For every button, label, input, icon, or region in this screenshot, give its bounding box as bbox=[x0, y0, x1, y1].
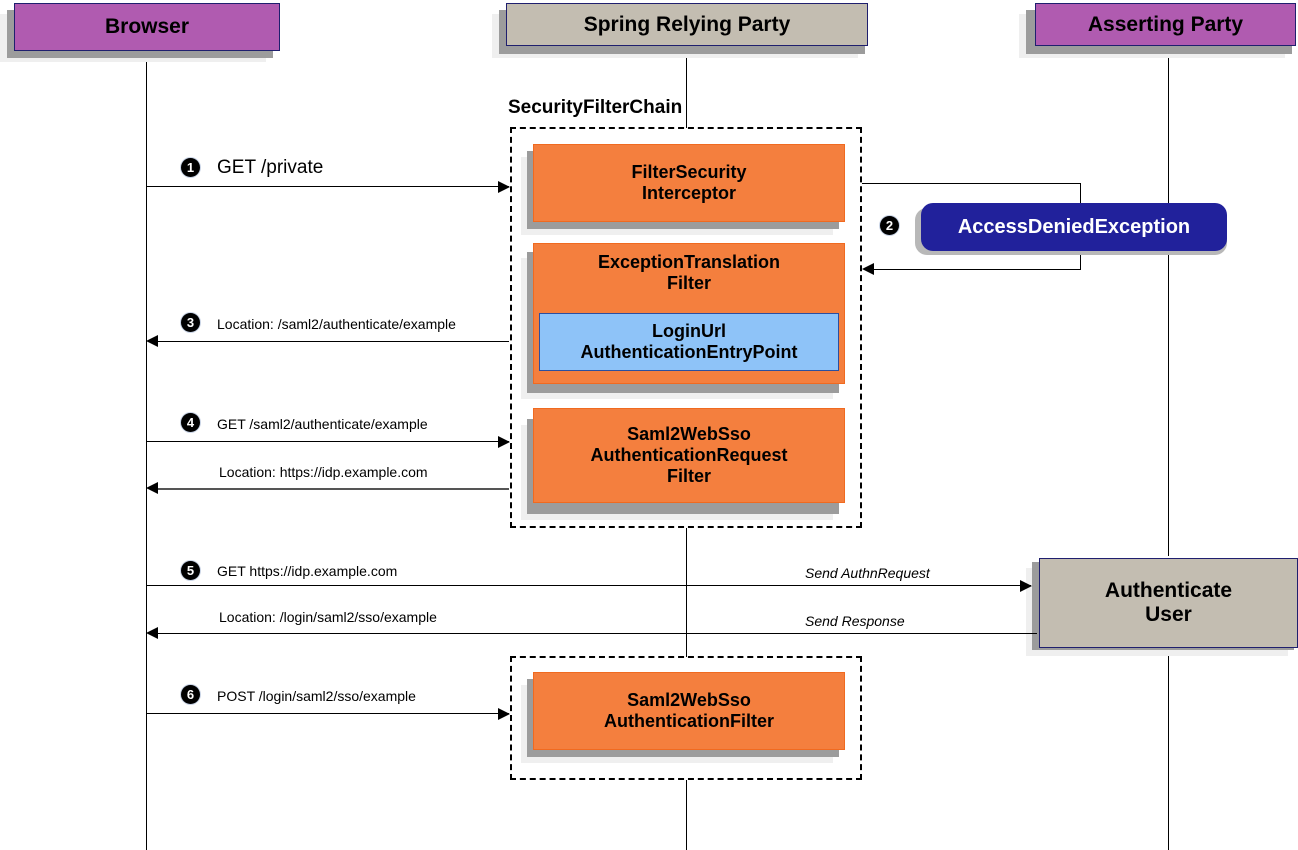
login-url-authentication-entry-point-label: LoginUrl AuthenticationEntryPoint bbox=[581, 321, 798, 362]
actor-browser-label: Browser bbox=[104, 15, 190, 39]
security-filter-chain-box bbox=[510, 127, 862, 528]
authenticate-user-label: Authenticate User bbox=[1105, 579, 1232, 626]
step-badge-3: 3 bbox=[181, 313, 200, 332]
login-url-entry-point-line2: AuthenticationEntryPoint bbox=[580, 342, 798, 362]
message-sso-location-label: Location: /login/saml2/sso/example bbox=[219, 609, 437, 625]
message-5-line bbox=[146, 585, 1031, 586]
saml2-websso-auth-filter-line1: Saml2WebSso bbox=[627, 690, 751, 711]
message-2-arrowhead bbox=[862, 263, 874, 275]
message-6-line bbox=[146, 713, 509, 714]
saml2-websso-auth-request-filter-line1: Saml2WebSso bbox=[627, 424, 751, 445]
actor-spring-relying-party[interactable]: Spring Relying Party bbox=[506, 3, 868, 46]
message-3-arrowhead bbox=[146, 335, 158, 347]
message-5-arrowhead bbox=[1020, 580, 1032, 592]
lifeline-asserting-party-b bbox=[1168, 652, 1169, 850]
saml2-websso-authentication-request-filter[interactable]: Saml2WebSso AuthenticationRequest Filter bbox=[533, 408, 845, 503]
login-url-authentication-entry-point[interactable]: LoginUrl AuthenticationEntryPoint bbox=[539, 313, 839, 371]
saml2-websso-authentication-filter[interactable]: Saml2WebSso AuthenticationFilter bbox=[533, 672, 845, 750]
access-denied-exception-pill[interactable]: AccessDeniedException bbox=[921, 203, 1227, 251]
actor-asserting-party[interactable]: Asserting Party bbox=[1035, 3, 1296, 46]
saml2-websso-auth-request-filter-label: Saml2WebSso AuthenticationRequest Filter bbox=[584, 424, 793, 486]
message-4-label: GET /saml2/authenticate/example bbox=[217, 416, 428, 432]
message-send-authn-request-label: Send AuthnRequest bbox=[805, 565, 930, 581]
exception-translation-filter-line1: ExceptionTranslation bbox=[597, 252, 781, 272]
lifeline-relying-party-a bbox=[686, 48, 687, 128]
message-5-label: GET https://idp.example.com bbox=[217, 563, 398, 579]
message-idp-location-label: Location: https://idp.example.com bbox=[219, 464, 428, 480]
message-4-arrowhead bbox=[498, 436, 510, 448]
message-3-line bbox=[152, 341, 509, 342]
authenticate-user-line2: User bbox=[1145, 603, 1192, 626]
step-badge-2: 2 bbox=[880, 216, 899, 235]
message-4-line bbox=[146, 441, 509, 442]
message-send-response-label: Send Response bbox=[805, 613, 905, 629]
filter-security-interceptor-line1: FilterSecurity bbox=[631, 162, 747, 183]
exception-translation-filter-label: ExceptionTranslation Filter bbox=[592, 252, 786, 293]
authenticate-user-line1: Authenticate bbox=[1104, 579, 1233, 603]
step-badge-6: 6 bbox=[181, 685, 200, 704]
message-2-line-bottom bbox=[868, 269, 1081, 270]
message-sso-location-arrowhead bbox=[146, 627, 158, 639]
saml2-websso-auth-request-filter-line3: Filter bbox=[666, 465, 711, 486]
message-2-line-top bbox=[862, 183, 1081, 184]
actor-asserting-party-label: Asserting Party bbox=[1087, 12, 1244, 36]
step-badge-1: 1 bbox=[181, 158, 200, 177]
actor-browser[interactable]: Browser bbox=[14, 3, 280, 51]
message-1-arrowhead bbox=[498, 181, 510, 193]
lifeline-asserting-party-a bbox=[1168, 46, 1169, 556]
lifeline-relying-party-c bbox=[686, 780, 687, 850]
message-1-line bbox=[146, 186, 509, 187]
exception-translation-filter-line2: Filter bbox=[666, 272, 711, 293]
saml2-websso-auth-filter-line2: AuthenticationFilter bbox=[604, 711, 774, 731]
saml2-websso-auth-filter-label: Saml2WebSso AuthenticationFilter bbox=[598, 690, 780, 731]
lifeline-relying-party-b bbox=[686, 528, 687, 657]
message-1-label: GET /private bbox=[217, 157, 324, 178]
step-badge-4: 4 bbox=[181, 413, 200, 432]
login-url-entry-point-line1: LoginUrl bbox=[652, 321, 726, 342]
security-filter-chain-title: SecurityFilterChain bbox=[508, 97, 683, 118]
filter-security-interceptor-label: FilterSecurity Interceptor bbox=[625, 162, 752, 203]
message-3-label: Location: /saml2/authenticate/example bbox=[217, 316, 456, 332]
message-6-label: POST /login/saml2/sso/example bbox=[217, 688, 416, 704]
actor-spring-relying-party-label: Spring Relying Party bbox=[583, 12, 791, 36]
message-6-arrowhead bbox=[498, 708, 510, 720]
filter-security-interceptor[interactable]: FilterSecurity Interceptor bbox=[533, 144, 845, 222]
message-idp-location-arrowhead bbox=[146, 482, 158, 494]
lifeline-browser bbox=[146, 50, 147, 850]
saml2-websso-auth-request-filter-line2: AuthenticationRequest bbox=[590, 445, 788, 466]
authenticate-user-box[interactable]: Authenticate User bbox=[1039, 558, 1298, 648]
step-badge-5: 5 bbox=[181, 561, 200, 580]
access-denied-exception-label: AccessDeniedException bbox=[957, 215, 1191, 238]
filter-security-interceptor-line2: Interceptor bbox=[641, 183, 736, 203]
message-sso-location-line bbox=[152, 633, 1037, 634]
message-idp-location-line bbox=[152, 488, 509, 490]
security-filter-chain-box-2 bbox=[510, 656, 862, 780]
